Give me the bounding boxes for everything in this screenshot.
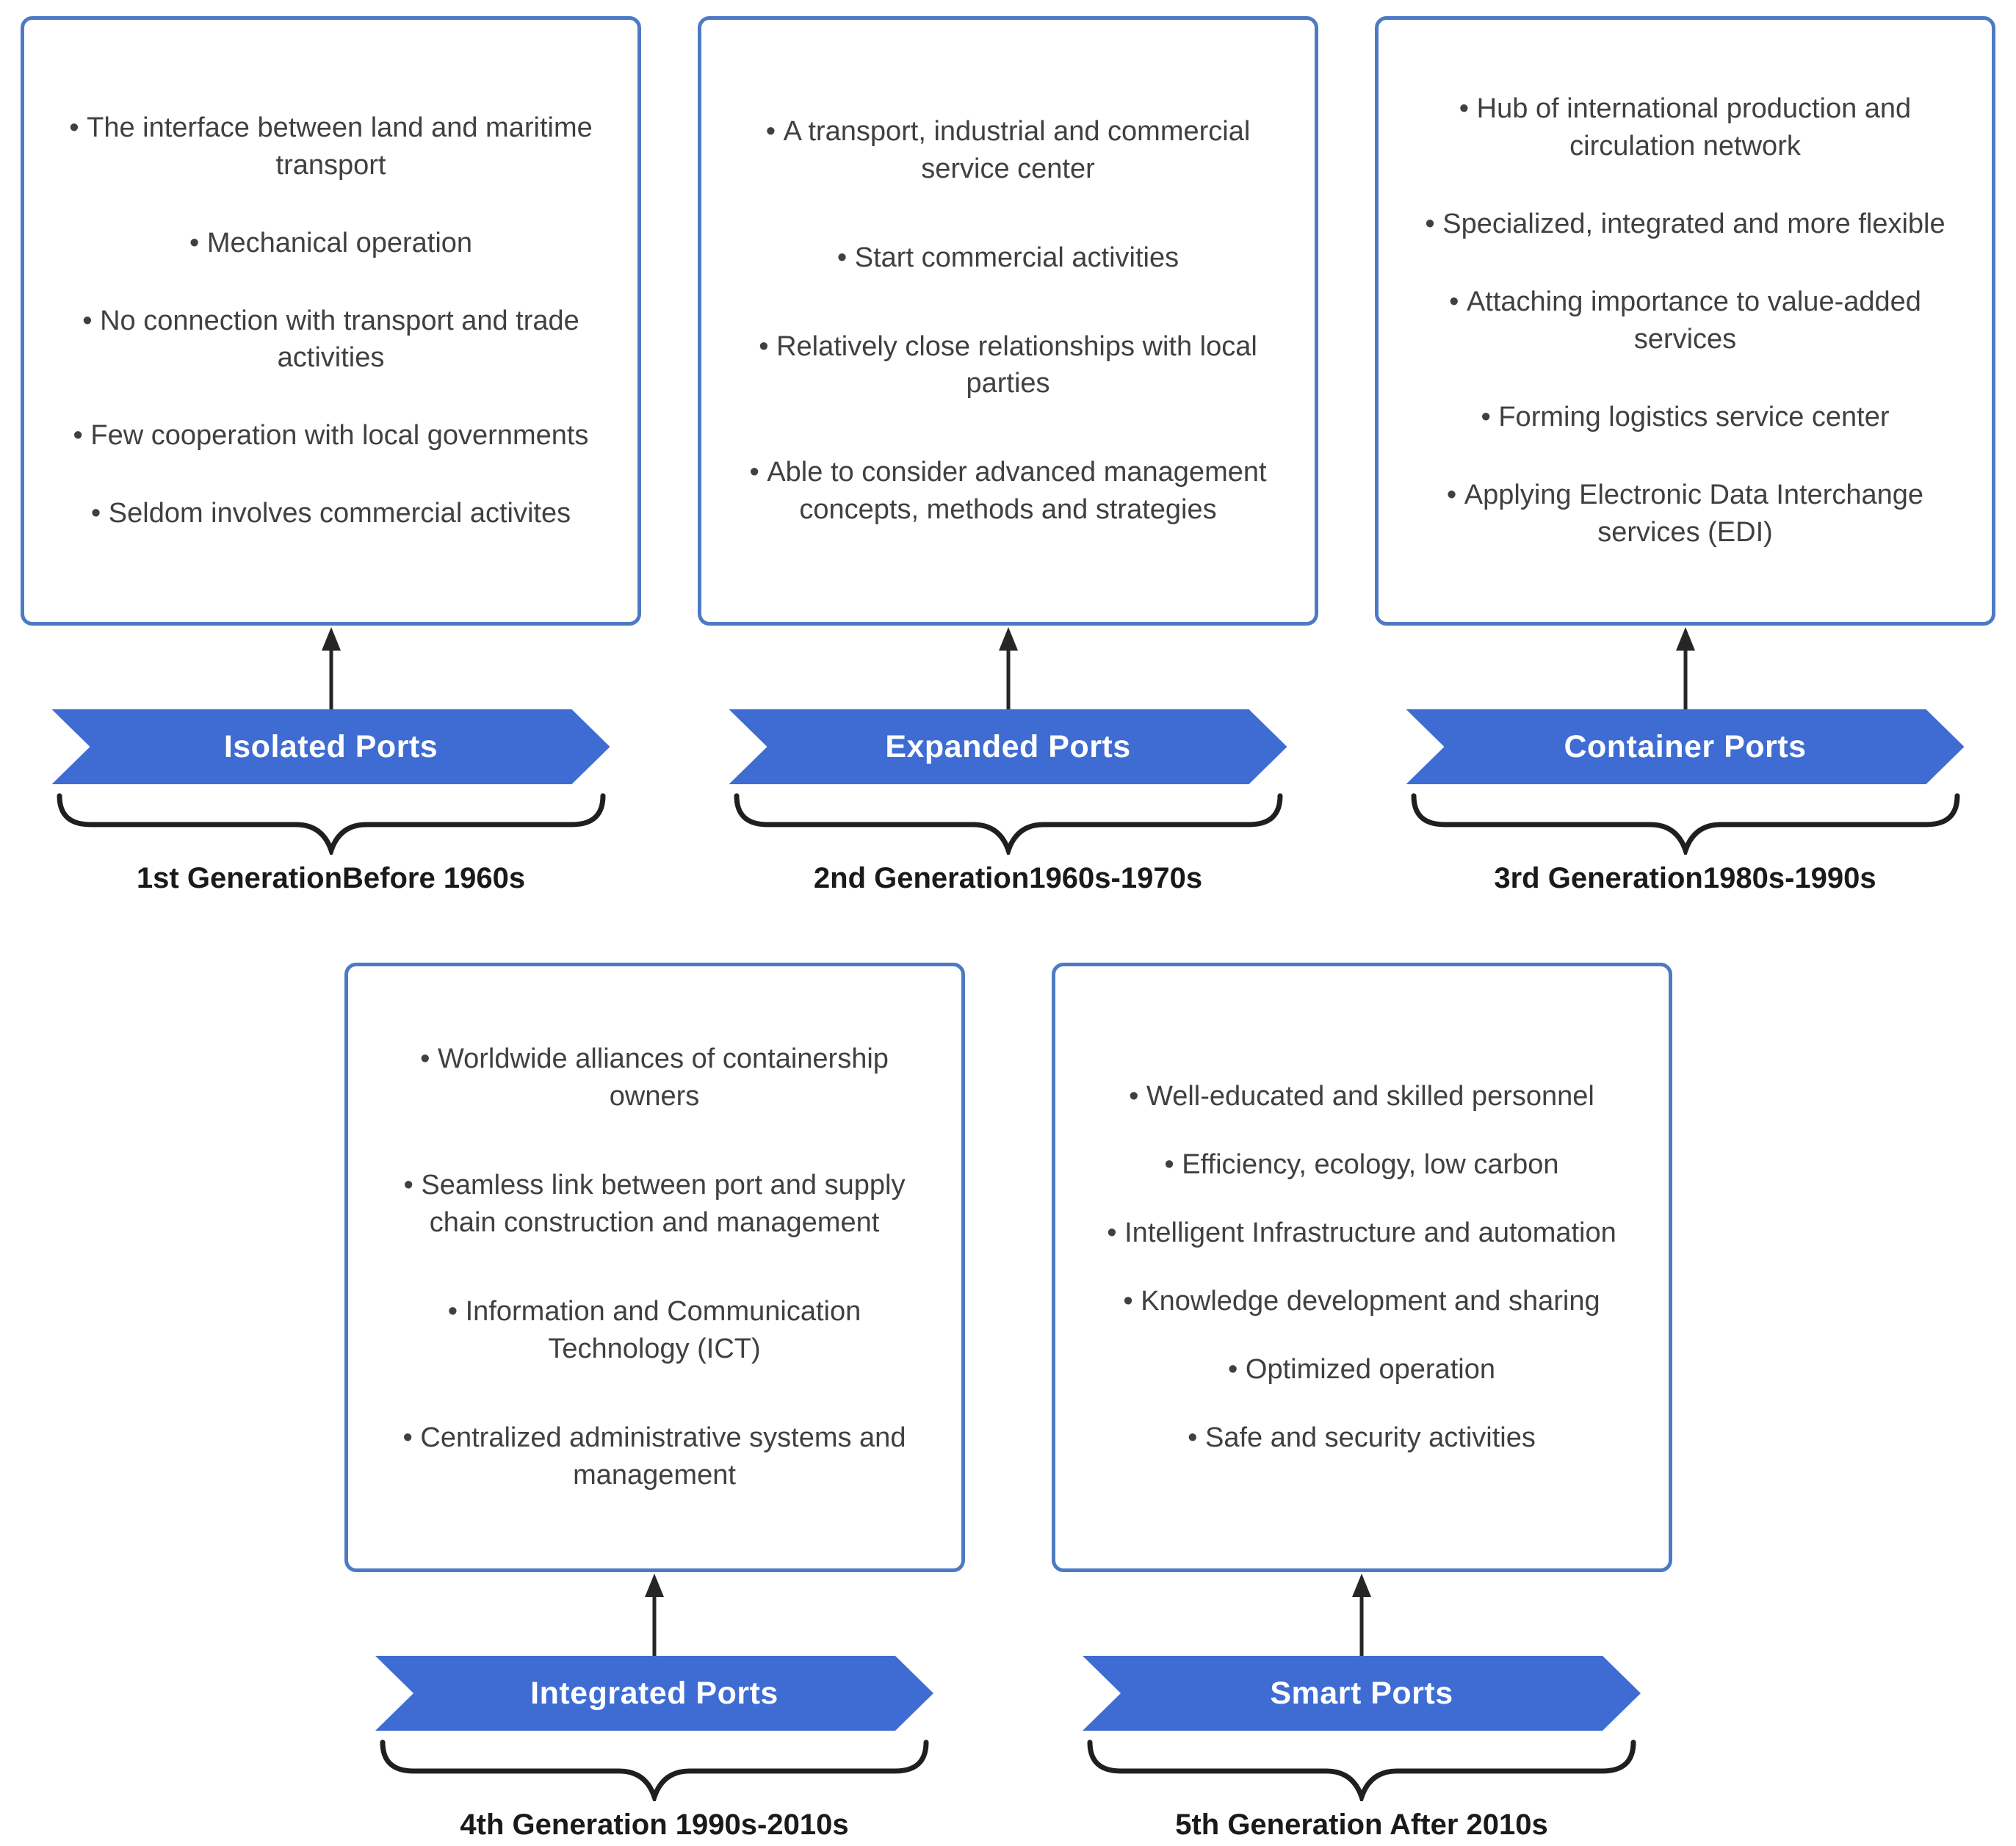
feature-item: No connection with transport and trade a… — [57, 303, 605, 377]
generation-caption: 5th Generation After 2010s — [1175, 1809, 1548, 1841]
features-box: Worldwide alliances of containership own… — [344, 963, 965, 1572]
feature-item: Few cooperation with local governments — [73, 417, 588, 455]
banner-chevron: Smart Ports — [1083, 1656, 1641, 1731]
feature-item: Optimized operation — [1228, 1351, 1495, 1389]
bottom-row: Worldwide alliances of containership own… — [21, 963, 1995, 1842]
generation-4-column: Worldwide alliances of containership own… — [344, 963, 965, 1842]
generation-1-column: The interface between land and maritime … — [21, 16, 641, 895]
banner-chevron: Integrated Ports — [375, 1656, 933, 1731]
generation-caption: 1st GenerationBefore 1960s — [136, 862, 526, 894]
banner-label: Smart Ports — [1270, 1675, 1453, 1711]
feature-item: Able to consider advanced management con… — [734, 454, 1282, 529]
banner-label: Isolated Ports — [223, 728, 438, 764]
banner-chevron: Expanded Ports — [729, 709, 1287, 784]
feature-item: Intelligent Infrastructure and automatio… — [1107, 1215, 1616, 1252]
banner-label: Integrated Ports — [530, 1675, 778, 1711]
arrow-up-icon — [321, 627, 341, 709]
banner-chevron: Container Ports — [1406, 709, 1965, 784]
feature-item: Relatively close relationships with loca… — [734, 328, 1282, 403]
features-box: The interface between land and maritime … — [21, 16, 641, 626]
feature-item: A transport, industrial and commercial s… — [734, 113, 1282, 188]
feature-item: Safe and security activities — [1188, 1419, 1536, 1457]
feature-item: Specialized, integrated and more flexibl… — [1425, 206, 1945, 243]
generation-caption: 2nd Generation1960s-1970s — [813, 862, 1203, 894]
feature-item: Mechanical operation — [189, 225, 472, 262]
underbrace-icon — [1411, 793, 1959, 855]
feature-item: Knowledge development and sharing — [1123, 1283, 1600, 1320]
arrow-up-icon — [1675, 627, 1695, 709]
feature-item: Information and Communication Technology… — [380, 1293, 929, 1368]
underbrace-icon — [734, 793, 1282, 855]
feature-item: Applying Electronic Data Interchange ser… — [1411, 477, 1959, 551]
arrow-up-icon — [998, 627, 1018, 709]
feature-item: Hub of international production and circ… — [1411, 90, 1959, 165]
underbrace-icon — [57, 793, 605, 855]
generation-5-column: Well-educated and skilled personnel Effi… — [1051, 963, 1672, 1842]
underbrace-icon — [1087, 1740, 1636, 1801]
feature-item: Forming logistics service center — [1481, 399, 1889, 436]
feature-item: Centralized administrative systems and m… — [380, 1419, 929, 1494]
generation-caption: 4th Generation 1990s-2010s — [460, 1809, 849, 1841]
feature-item: Start commercial activities — [837, 239, 1179, 277]
features-box: Well-educated and skilled personnel Effi… — [1051, 963, 1672, 1572]
feature-item: Attaching importance to value-added serv… — [1411, 283, 1959, 358]
underbrace-icon — [380, 1740, 929, 1801]
feature-item: Seamless link between port and supply ch… — [380, 1167, 929, 1242]
feature-item: Seldom involves commercial activites — [91, 495, 571, 532]
arrow-up-icon — [645, 1574, 664, 1656]
generation-caption: 3rd Generation1980s-1990s — [1494, 862, 1876, 894]
generation-3-column: Hub of international production and circ… — [1375, 16, 1995, 895]
banner-label: Expanded Ports — [885, 728, 1131, 764]
feature-item: Efficiency, ecology, low carbon — [1164, 1146, 1558, 1184]
arrow-up-icon — [1352, 1574, 1371, 1656]
feature-item: Well-educated and skilled personnel — [1129, 1078, 1594, 1115]
banner-label: Container Ports — [1564, 728, 1807, 764]
banner-chevron: Isolated Ports — [52, 709, 610, 784]
feature-item: The interface between land and maritime … — [57, 109, 605, 184]
top-row: The interface between land and maritime … — [21, 16, 1995, 895]
features-box: Hub of international production and circ… — [1375, 16, 1995, 626]
feature-item: Worldwide alliances of containership own… — [380, 1040, 929, 1115]
generation-2-column: A transport, industrial and commercial s… — [698, 16, 1318, 895]
features-box: A transport, industrial and commercial s… — [698, 16, 1318, 626]
